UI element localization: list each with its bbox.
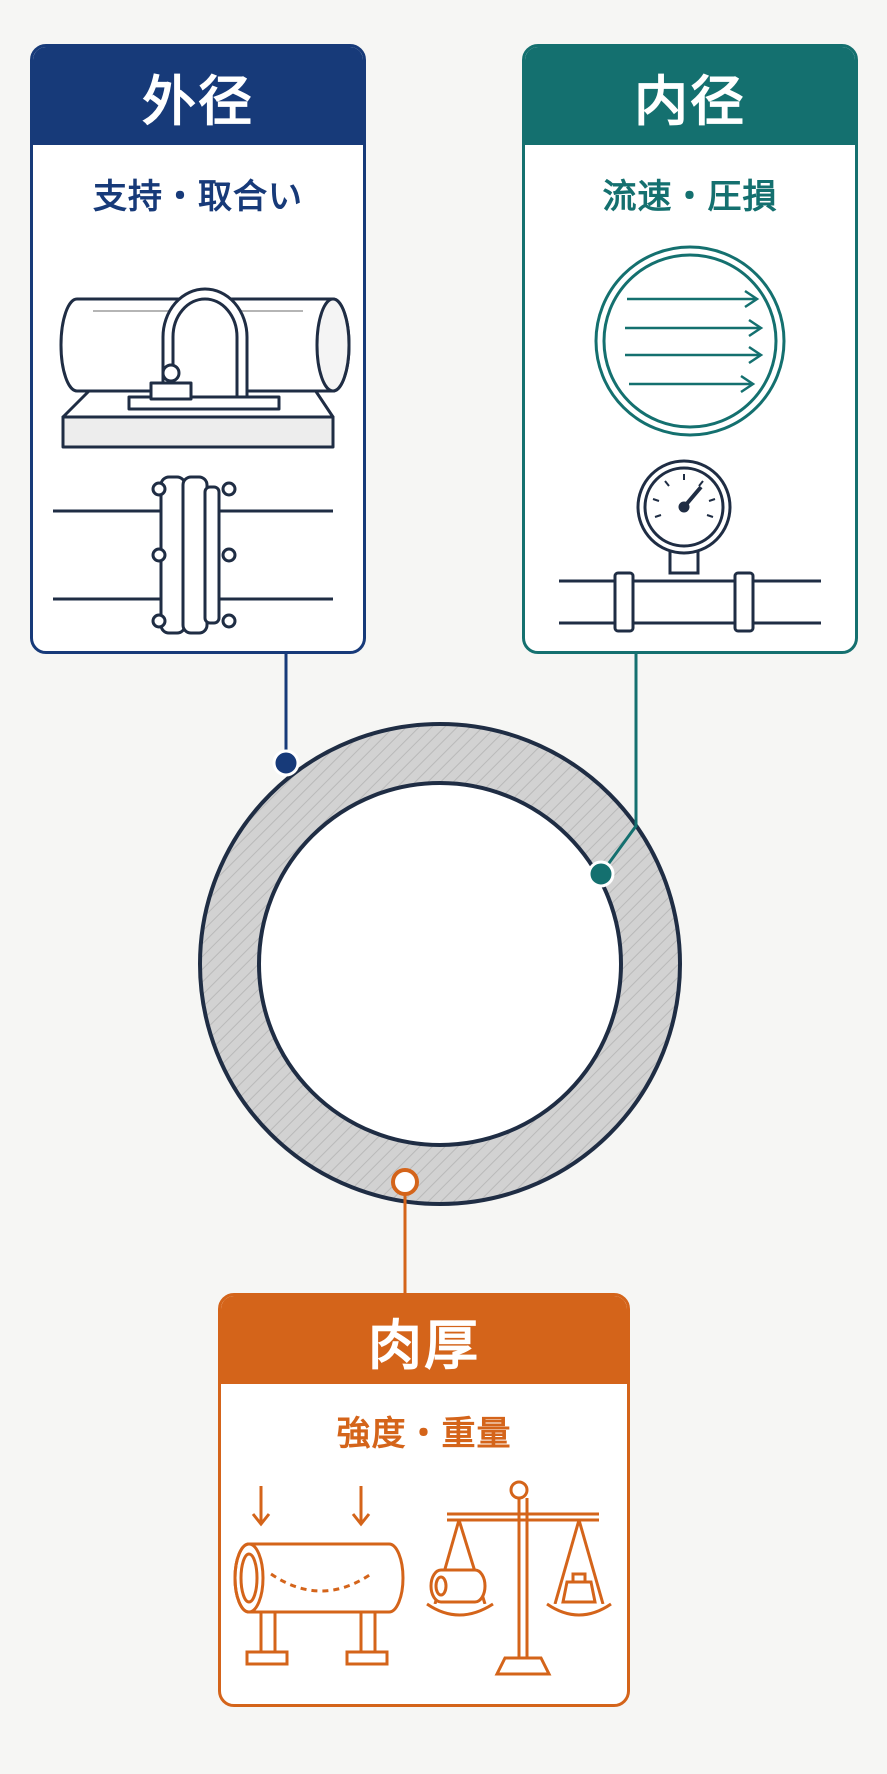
pressure-gauge-icon <box>559 459 821 633</box>
inner-diameter-panel: 内径 流速・圧損 <box>522 44 858 654</box>
outer-connector <box>272 654 300 777</box>
wall-thickness-subtitle: 強度・重量 <box>336 1414 512 1454</box>
wall-thickness-title: 肉厚 <box>221 1296 627 1384</box>
pipe-support-icon <box>59 287 351 449</box>
flow-arrows-icon <box>594 245 786 437</box>
inner-diameter-subtitle: 流速・圧損 <box>602 177 778 217</box>
thickness-connector <box>391 1168 419 1293</box>
outer-diameter-subtitle: 支持・取合い <box>93 177 303 217</box>
flange-icon <box>53 475 333 635</box>
pipe-load-icon <box>233 1486 405 1666</box>
pipe-wall-ring <box>190 714 690 1214</box>
inner-connector <box>587 654 638 888</box>
wall-thickness-panel: 肉厚 強度・重量 <box>218 1293 630 1707</box>
balance-scale-icon <box>426 1480 612 1676</box>
outer-diameter-panel: 外径 支持・取合い <box>30 44 366 654</box>
inner-diameter-title: 内径 <box>525 47 855 145</box>
outer-diameter-title: 外径 <box>33 47 363 145</box>
